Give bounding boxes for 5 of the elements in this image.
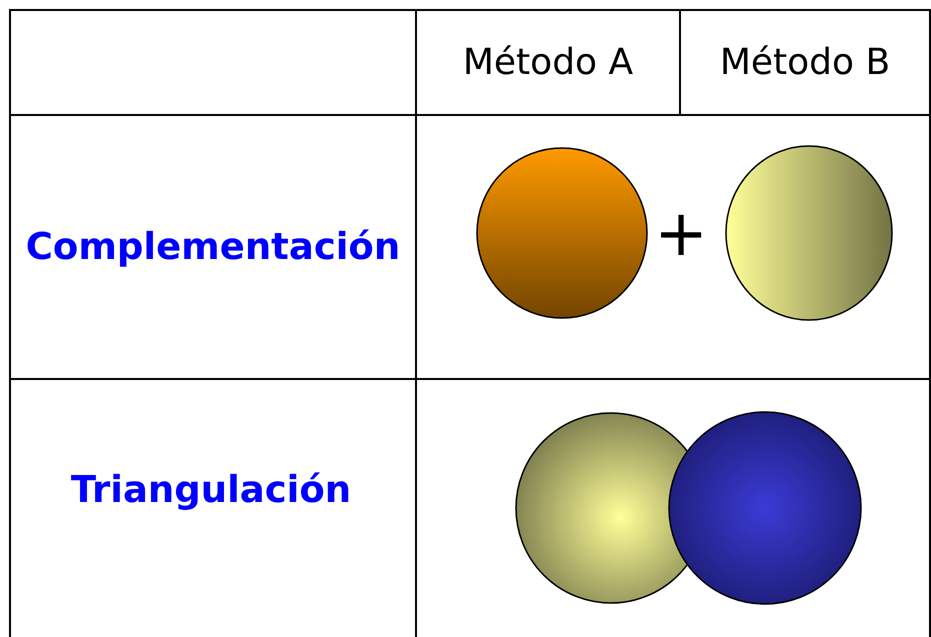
- column-header: Método B: [718, 40, 892, 84]
- plus-sign: +: [653, 198, 709, 270]
- row-header: Triangulación: [70, 467, 352, 514]
- column-header: Método A: [462, 40, 634, 84]
- row-header: Complementación: [24, 224, 402, 270]
